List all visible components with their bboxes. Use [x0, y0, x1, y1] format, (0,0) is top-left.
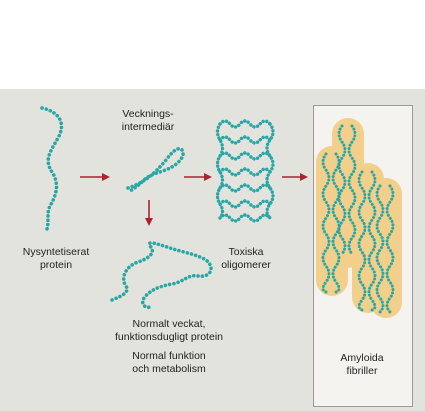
label-normal-folded-line2: funktionsdugligt protein — [115, 331, 223, 343]
label-intermediate-line1: Vecknings- — [122, 108, 174, 120]
nascent-protein-chain — [40, 106, 64, 234]
label-toxic-line2: oligomerer — [221, 259, 271, 271]
label-intermediate: Vecknings- intermediär — [108, 108, 188, 134]
folding-intermediate-chain — [126, 146, 185, 194]
label-toxic: Toxiska oligomerer — [206, 246, 286, 272]
label-normal-folded: Normalt veckat, funktionsdugligt protein — [104, 318, 234, 344]
label-amyloid-line1: Amyloida — [340, 352, 384, 364]
label-normal-function: Normal funktion och metabolism — [114, 350, 224, 376]
label-amyloid: Amyloida fibriller — [322, 352, 402, 378]
label-normal-function-line2: och metabolism — [132, 363, 206, 375]
toxic-oligomers — [215, 119, 275, 223]
label-nascent-line1: Nysyntetiserat — [22, 246, 90, 258]
label-normal-folded-line1: Normalt veckat, — [132, 318, 206, 330]
label-nascent: Nysyntetiserat protein — [16, 246, 96, 272]
label-toxic-line1: Toxiska — [228, 246, 264, 258]
label-normal-function-line1: Normal funktion — [132, 350, 206, 362]
label-nascent-line2: protein — [39, 259, 73, 271]
label-intermediate-line2: intermediär — [121, 121, 175, 133]
label-amyloid-line2: fibriller — [346, 365, 378, 377]
normal-folded-protein-chain — [110, 241, 213, 310]
amyloid-fibrils — [316, 118, 402, 318]
